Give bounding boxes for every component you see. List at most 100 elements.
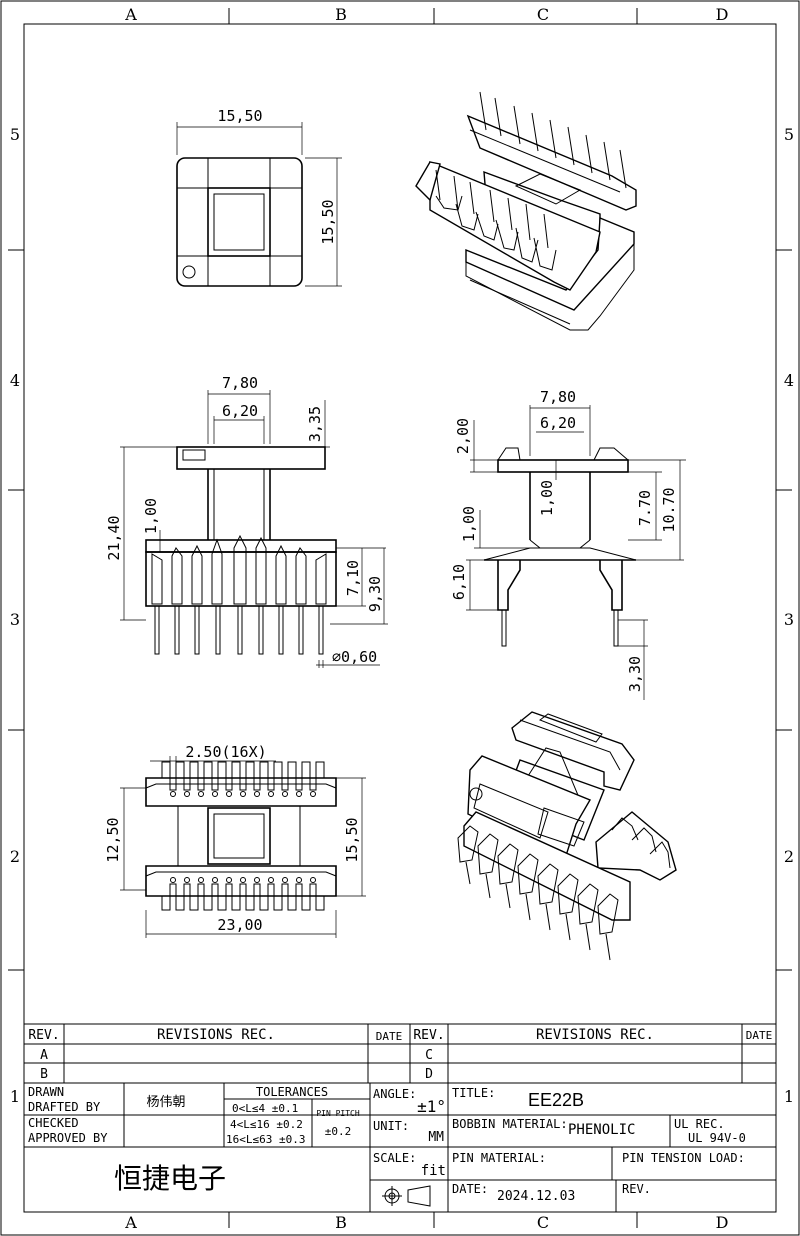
drawing-date: 2024.12.03 [497,1189,575,1204]
title-label: TITLE: [452,1086,495,1100]
front-pin-sleeves [151,534,327,605]
revisions-header-right: REVISIONS REC. [536,1027,654,1043]
dim-side-pin-tail: 3,30 [626,656,644,692]
dim-front-core: 6,20 [222,402,258,420]
dim-front-total: 21,40 [105,515,123,560]
zone-row-3-left: 3 [10,610,20,629]
iso-view-bottom [457,711,677,961]
inner-border [23,23,777,1213]
dim-bottom-outer: 15,50 [343,817,361,862]
ul-label: UL REC. [674,1117,725,1131]
bottom-bottom-slots [161,883,325,911]
iso-top-pins [479,91,627,189]
rev-header-left: REV. [28,1028,59,1043]
zone-col-d-bottom: D [716,1213,729,1232]
pin-tension-label: PIN TENSION LOAD: [622,1151,745,1165]
side-view [466,405,686,700]
rev-row-b: B [40,1067,48,1082]
iso-bottom-pins [465,861,611,961]
zone-col-c-top: C [537,5,549,24]
angle-value: ±1° [417,1097,446,1116]
rev-row-d: D [425,1067,433,1082]
iso-front-pins [435,169,549,249]
part-title: EE22B [528,1090,584,1110]
bottom-pin-holes [170,791,316,883]
tolerance-row-3: 16<L≤63 ±0.3 [226,1133,305,1146]
zone-col-d-top: D [716,5,729,24]
pin-pitch-tolerance: ±0.2 [325,1125,352,1138]
rev-row-c: C [425,1048,433,1063]
dim-bottom-pitch: 2.50(16X) [185,743,266,761]
drafter-name: 杨伟朝 [146,1095,185,1110]
projection-symbol-icon [382,1185,431,1207]
zone-ticks [8,8,792,1228]
zone-row-1-right: 1 [784,1087,794,1106]
approved-label: APPROVED BY [28,1131,108,1145]
dim-side-h1: 7.70 [636,490,654,526]
dim-front-body: 7,10 [344,560,362,596]
dim-bottom-width: 23,00 [217,916,262,934]
dim-side-flange: 7,80 [540,388,576,406]
zone-col-b-bottom: B [335,1213,347,1232]
dim-side-wall1: 1,00 [538,480,556,516]
bottom-view [120,756,366,938]
zone-row-2-left: 2 [10,847,20,866]
zone-row-3-right: 3 [784,610,794,629]
dim-side-core: 6,20 [540,414,576,432]
top-view [176,122,342,287]
tolerances-label: TOLERANCES [256,1085,328,1099]
zone-row-4-left: 4 [10,371,20,390]
title-block-grid [24,1023,776,1212]
dim-front-flange: 7,80 [222,374,258,392]
pin-pitch-label: PIN PITCH [316,1109,360,1118]
checked-label: CHECKED [28,1116,79,1130]
unit-label: UNIT: [373,1119,409,1133]
bottom-top-slots [161,761,325,791]
tolerance-row-2: 4<L≤16 ±0.2 [230,1118,303,1131]
zone-row-5-left: 5 [10,125,20,144]
dim-bottom-inner: 12,50 [104,817,122,862]
date-header-left: DATE [376,1030,403,1043]
dim-pin-diameter: ⌀0,60 [332,648,377,666]
scale-value: fit [421,1163,446,1179]
front-view [120,390,388,668]
rev-header-right: REV. [413,1028,444,1043]
pin-material-label: PIN MATERIAL: [452,1151,546,1165]
zone-col-a-bottom: A [124,1213,137,1232]
dim-front-body2: 9,30 [366,576,384,612]
zone-row-1-left: 1 [10,1087,20,1106]
iso-bottom-slots [457,825,619,935]
iso-front-slots [435,195,557,271]
dim-front-wall: 1,00 [142,498,160,534]
date-header-right: DATE [746,1029,773,1042]
iso-view-top [415,91,637,331]
zone-col-b-top: B [335,5,347,24]
pin-one-marker [182,265,196,279]
rev-label: REV. [622,1182,651,1196]
ul-value: UL 94V-0 [688,1131,746,1145]
dim-top-height: 15,50 [319,199,337,244]
dim-top-width: 15,50 [217,107,262,125]
dim-side-wall2: 1,00 [460,506,478,542]
zone-row-4-right: 4 [784,371,794,390]
dim-side-pin-len: 6,10 [450,564,468,600]
zone-row-2-right: 2 [784,847,794,866]
date-label: DATE: [452,1182,488,1196]
drafted-label: DRAFTED BY [28,1100,101,1114]
angle-label: ANGLE: [373,1087,416,1101]
iso-pin-one-marker [469,787,483,801]
scale-label: SCALE: [373,1151,416,1165]
dim-side-top: 2,00 [454,418,472,454]
bobbin-material-label: BOBBIN MATERIAL: [452,1117,568,1131]
front-pins [154,605,324,655]
bobbin-material-value: PHENOLIC [568,1122,635,1138]
rev-row-a: A [40,1048,48,1063]
zone-col-c-bottom: C [537,1213,549,1232]
dim-side-h2: 10.70 [660,487,678,532]
drawn-label: DRAWN [28,1085,64,1099]
zone-col-a-top: A [124,5,137,24]
zone-row-5-right: 5 [784,125,794,144]
unit-value: MM [428,1130,444,1145]
